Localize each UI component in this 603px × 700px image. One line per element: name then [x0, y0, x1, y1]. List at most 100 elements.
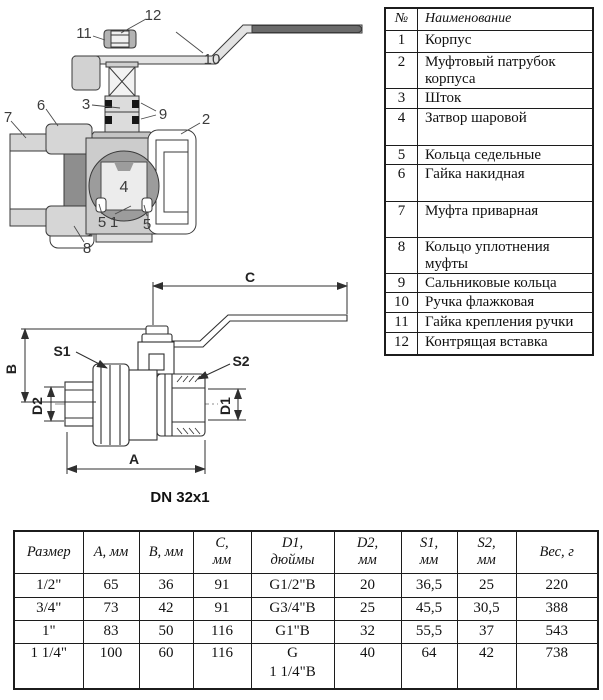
part-number: 9	[384, 273, 418, 293]
part-number: 2	[384, 52, 418, 89]
dim-cell: 116	[192, 642, 252, 690]
dim-cell: 42	[456, 642, 517, 690]
dims-row: 1/2" 65 36 91 G1/2"B 20 36,5 25 220	[13, 572, 599, 598]
dims-header-s2: S2, мм	[456, 530, 517, 574]
dims-header-row: Размер A, мм B, мм C, мм D1, дюймы D2, м…	[13, 530, 599, 574]
part-name: Ручка флажковая	[417, 292, 594, 313]
callout-1: 1	[110, 214, 118, 231]
dim-cell: 100	[82, 642, 140, 690]
drawing-caption: DN 32x1	[150, 489, 209, 506]
dim-label-s1: S1	[53, 343, 70, 359]
union-nut-outline	[92, 363, 130, 447]
dim-cell: 65	[82, 572, 140, 598]
dim-cell: 116	[192, 619, 252, 644]
dims-header-s1: S1, мм	[400, 530, 458, 574]
callout-5-left: 5	[98, 214, 106, 231]
union-nut-top	[45, 123, 93, 155]
handle-grip	[251, 25, 363, 33]
dim-cell: G3/4"B	[250, 596, 335, 621]
dim-cell: 60	[138, 642, 194, 690]
dim-cell: 543	[515, 619, 599, 644]
part-number: 3	[384, 88, 418, 109]
dim-cell: 36,5	[400, 572, 458, 598]
callout-11: 11	[76, 25, 92, 42]
part-number: 7	[384, 201, 418, 238]
dim-label-d2: D2	[29, 397, 45, 415]
callout-10: 10	[204, 51, 221, 68]
dim-cell: 37	[456, 619, 517, 644]
parts-header-name: Наименование	[417, 7, 594, 31]
part-number: 8	[384, 237, 418, 274]
parts-header-num: №	[384, 7, 418, 31]
part-number: 12	[384, 332, 418, 356]
dims-header-d1: D1, дюймы	[250, 530, 335, 574]
coupling-outline	[156, 373, 206, 437]
part-number: 10	[384, 292, 418, 313]
dim-cell: 1/2"	[13, 572, 84, 598]
part-name: Муфтовый патрубок корпуса	[417, 52, 594, 89]
part-number: 6	[384, 164, 418, 202]
dim-cell: 30,5	[456, 596, 517, 621]
dim-cell: 25	[333, 596, 402, 621]
dims-header-c: C, мм	[192, 530, 252, 574]
dim-cell: 91	[192, 572, 252, 598]
dims-header-a: A, мм	[82, 530, 140, 574]
callout-12: 12	[145, 7, 162, 24]
dimensions-table: Размер A, мм B, мм C, мм D1, дюймы D2, м…	[13, 530, 599, 690]
callout-5-right: 5	[143, 216, 151, 233]
dims-header-size: Размер	[13, 530, 84, 574]
dim-cell: 55,5	[400, 619, 458, 644]
dim-cell: G1"B	[250, 619, 335, 644]
part-name: Кольца седельные	[417, 145, 594, 165]
dim-cell: G 1 1/4"B	[250, 642, 335, 690]
seat-ring-right	[141, 197, 153, 213]
dims-row: 3/4" 73 42 91 G3/4"B 25 45,5 30,5 388	[13, 596, 599, 621]
part-number: 5	[384, 145, 418, 165]
pipe-outline	[64, 381, 94, 427]
dim-cell: 40	[333, 642, 402, 690]
dim-cell: 738	[515, 642, 599, 690]
handle-pad	[71, 55, 101, 91]
part-name: Кольцо уплотнения муфты	[417, 237, 594, 274]
dim-cell: 3/4"	[13, 596, 84, 621]
dim-cell: 388	[515, 596, 599, 621]
part-number: 4	[384, 108, 418, 146]
part-name: Корпус	[417, 30, 594, 53]
part-number: 11	[384, 312, 418, 333]
part-name: Гайка накидная	[417, 164, 594, 202]
part-name: Сальниковые кольца	[417, 273, 594, 293]
dim-cell: 32	[333, 619, 402, 644]
part-name: Затвор шаровой	[417, 108, 594, 146]
part-name: Контрящая вставка	[417, 332, 594, 356]
callout-3: 3	[82, 96, 90, 113]
dim-cell: 73	[82, 596, 140, 621]
valve-cutaway-drawing: 12 11 10 7 6 3 9 2 4 5 1 5 8	[4, 7, 363, 257]
dim-cell: 45,5	[400, 596, 458, 621]
dim-cell: 1 1/4"	[13, 642, 84, 690]
dims-header-b: B, мм	[138, 530, 194, 574]
callout-6: 6	[37, 97, 45, 114]
dim-cell: 83	[82, 619, 140, 644]
dim-cell: G1/2"B	[250, 572, 335, 598]
part-name: Шток	[417, 88, 594, 109]
dim-label-c: C	[245, 270, 255, 285]
dim-label-s2: S2	[232, 353, 249, 369]
dim-label-a: A	[129, 451, 139, 467]
part-number: 1	[384, 30, 418, 53]
callout-2: 2	[202, 111, 210, 128]
parts-header-row: № Наименование	[384, 7, 594, 31]
dim-cell: 50	[138, 619, 194, 644]
dims-header-weight: Вес, г	[515, 530, 599, 574]
dim-label-b: B	[3, 364, 19, 374]
